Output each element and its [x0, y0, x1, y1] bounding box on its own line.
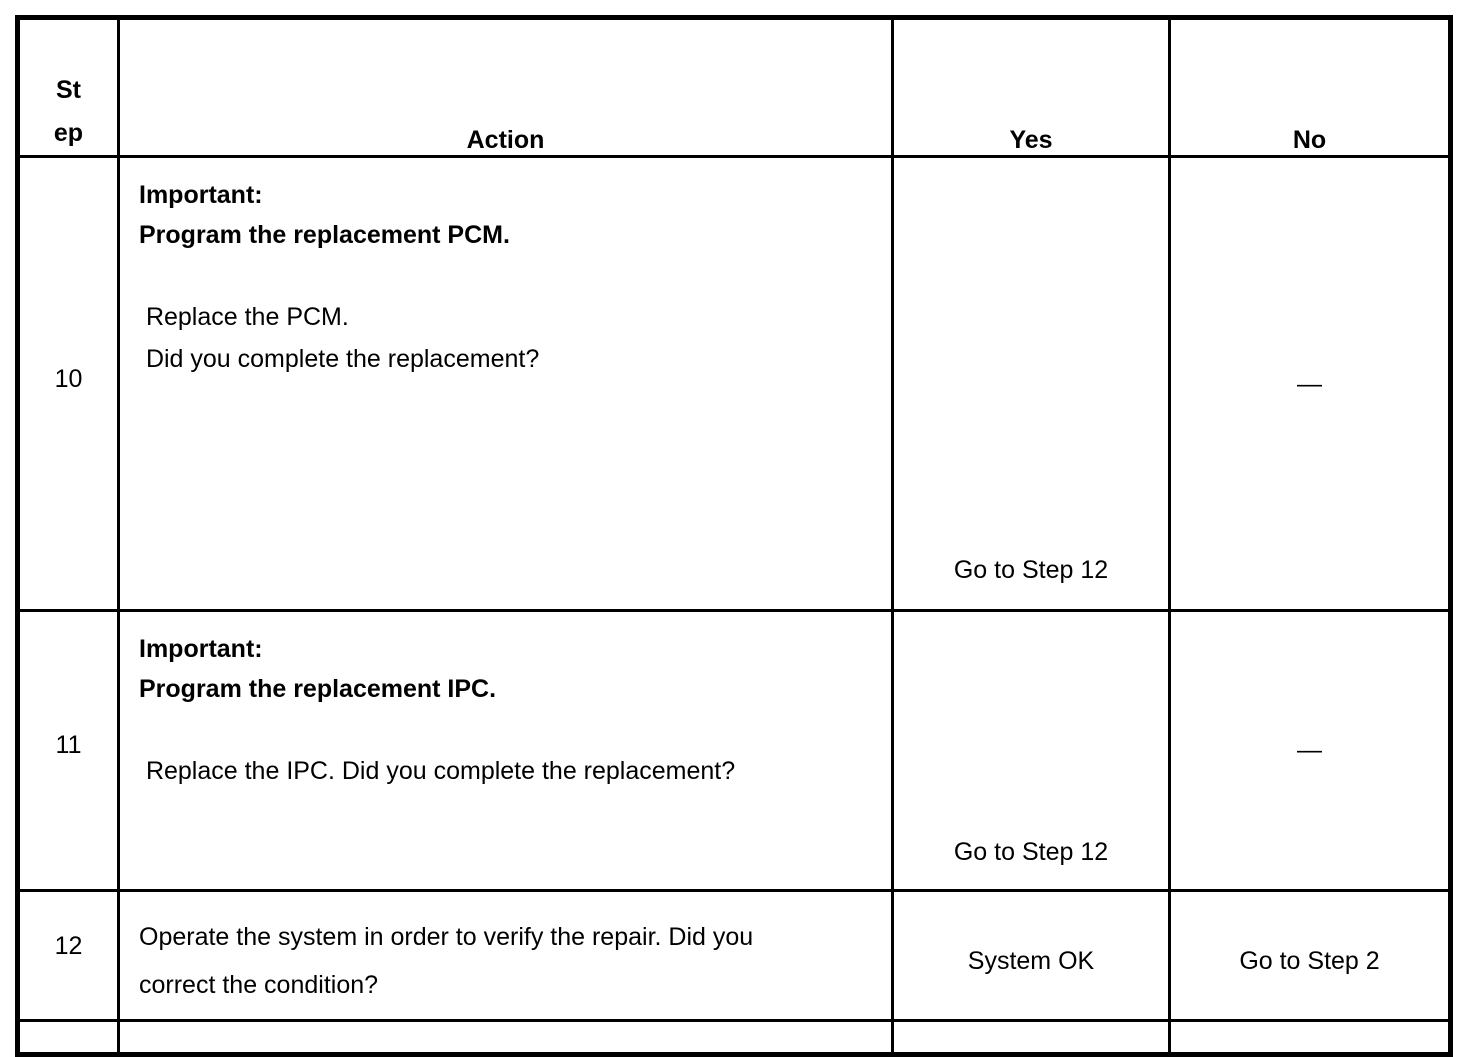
action-line: Important:	[139, 181, 263, 209]
action-line: Operate the system in order to verify th…	[139, 923, 754, 951]
no-value: Go to Step 2	[1239, 947, 1380, 975]
action-line: Program the replacement IPC.	[139, 674, 497, 703]
no-cell: Go to Step 2	[1168, 889, 1452, 1022]
yes-cell: Go to Step 12	[891, 155, 1171, 612]
diagnostic-table-page: St ep Action Yes No 10 Important: Progra…	[15, 15, 1453, 1057]
action-line: Program the replacement PCM.	[139, 220, 510, 249]
no-cell: —	[1168, 609, 1452, 892]
action-text: Important: Program the replacement PCM. …	[120, 158, 891, 390]
step-number-cell: 12	[16, 889, 120, 1022]
column-header-no: No	[1168, 16, 1452, 158]
action-line: correct the condition?	[139, 970, 379, 999]
yes-cell: System OK	[891, 889, 1171, 1022]
action-cell: Important: Program the replacement IPC. …	[117, 609, 894, 892]
table-header-row: St ep Action Yes No	[16, 16, 1452, 158]
table-row: 10 Important: Program the replacement PC…	[16, 155, 1452, 612]
diagnostic-procedure-table: St ep Action Yes No 10 Important: Progra…	[15, 15, 1453, 1057]
yes-value: System OK	[967, 947, 1095, 975]
no-value: —	[1297, 370, 1322, 398]
no-cell: —	[1168, 155, 1452, 612]
step-number-cell: 11	[16, 609, 120, 892]
column-header-step-line-1: St	[56, 76, 81, 104]
action-line-spacer	[139, 709, 881, 751]
column-header-yes: Yes	[891, 16, 1171, 158]
action-text: Operate the system in order to verify th…	[120, 892, 891, 1019]
action-line: Replace the PCM.	[139, 303, 349, 331]
column-header-step: St ep	[16, 16, 120, 158]
action-line: Did you complete the replacement?	[139, 344, 540, 373]
action-line-spacer	[139, 255, 881, 297]
step-number: 10	[54, 365, 83, 393]
step-number-cell: 10	[16, 155, 120, 612]
action-text: Important: Program the replacement IPC. …	[120, 612, 891, 803]
action-cell: Important: Program the replacement PCM. …	[117, 155, 894, 612]
action-line: Replace the IPC. Did you complete the re…	[139, 757, 736, 785]
table-row: 11 Important: Program the replacement IP…	[16, 609, 1452, 892]
no-value: —	[1297, 736, 1322, 764]
column-header-action: Action	[117, 16, 894, 158]
table-row: 12 Operate the system in order to verify…	[16, 889, 1452, 1022]
step-number: 11	[55, 731, 82, 759]
column-header-step-line-2: ep	[53, 119, 84, 147]
yes-cell: Go to Step 12	[891, 609, 1171, 892]
action-line: Important:	[139, 635, 263, 663]
action-cell: Operate the system in order to verify th…	[117, 889, 894, 1022]
yes-value: Go to Step 12	[953, 838, 1109, 866]
yes-value: Go to Step 12	[953, 556, 1109, 584]
step-number: 12	[54, 932, 83, 960]
